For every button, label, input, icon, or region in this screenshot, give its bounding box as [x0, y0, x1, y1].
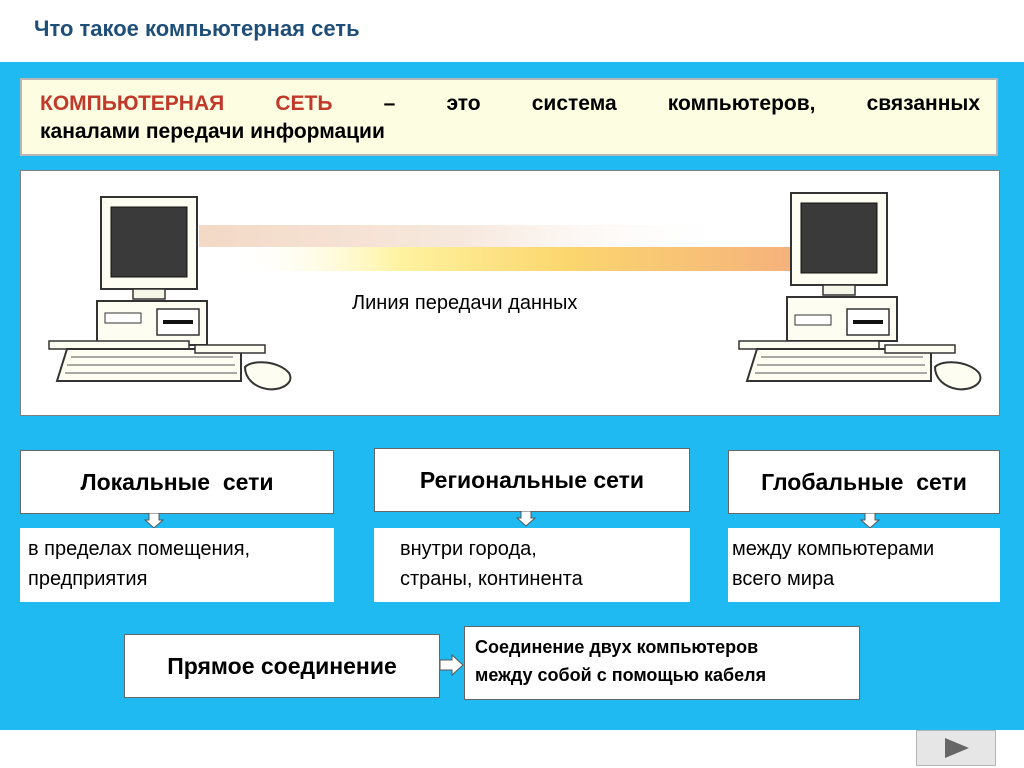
down-arrow-icon	[860, 513, 880, 529]
definition-dash: –	[383, 92, 396, 115]
definition-word: это	[446, 92, 481, 115]
desc-line: между собой с помощью кабеля	[475, 665, 767, 685]
next-slide-button[interactable]	[916, 730, 996, 766]
down-arrow-icon	[144, 513, 164, 529]
definition-term-2: СЕТЬ	[275, 92, 333, 115]
play-next-icon	[945, 738, 969, 758]
local-networks-label: Локальные сети	[80, 468, 274, 495]
down-arrow-icon	[516, 511, 536, 527]
definition-box: КОМПЬЮТЕРНАЯ СЕТЬ – это система компьюте…	[20, 78, 998, 156]
desc-line: между компьютерами	[732, 538, 935, 560]
regional-networks-box: Региональные сети	[374, 448, 690, 512]
desc-line: в пределах помещения,	[28, 538, 251, 560]
regional-networks-description: внутри города, страны, континента	[374, 528, 690, 602]
left-computer-icon	[48, 196, 292, 391]
global-networks-description: между компьютерами всего мира	[728, 528, 1000, 602]
definition-line-2: каналами передачи информации	[40, 120, 385, 143]
global-networks-box: Глобальные сети	[728, 450, 1000, 514]
right-computer-icon	[738, 192, 982, 391]
definition-line-1: КОМПЬЮТЕРНАЯ СЕТЬ – это система компьюте…	[40, 90, 980, 118]
definition-term-1: КОМПЬЮТЕРНАЯ	[40, 92, 225, 115]
regional-networks-label: Региональные сети	[419, 466, 645, 493]
definition-word: связанных	[866, 92, 980, 115]
global-networks-label: Глобальные сети	[761, 468, 967, 495]
local-networks-description: в пределах помещения, предприятия	[20, 528, 334, 602]
direct-connection-description: Соединение двух компьютеров между собой …	[464, 626, 860, 700]
data-line-beam-upper	[199, 225, 739, 247]
desc-line: внутри города,	[400, 538, 537, 560]
direct-connection-label: Прямое соединение	[167, 652, 397, 679]
data-line-beam-lower	[231, 247, 791, 271]
data-line-label: Линия передачи данных	[352, 292, 578, 314]
desc-line: всего мира	[732, 568, 835, 590]
local-networks-box: Локальные сети	[20, 450, 334, 514]
direct-connection-box: Прямое соединение	[124, 634, 440, 698]
diagram-canvas	[48, 192, 982, 391]
right-arrow-icon	[440, 654, 464, 676]
definition-word: компьютеров,	[667, 92, 816, 115]
network-diagram	[20, 170, 1000, 416]
definition-word: система	[531, 92, 617, 115]
page-title: Что такое компьютерная сеть	[34, 16, 360, 41]
desc-line: Соединение двух компьютеров	[475, 637, 759, 657]
desc-line: предприятия	[28, 568, 148, 590]
desc-line: страны, континента	[400, 568, 583, 590]
